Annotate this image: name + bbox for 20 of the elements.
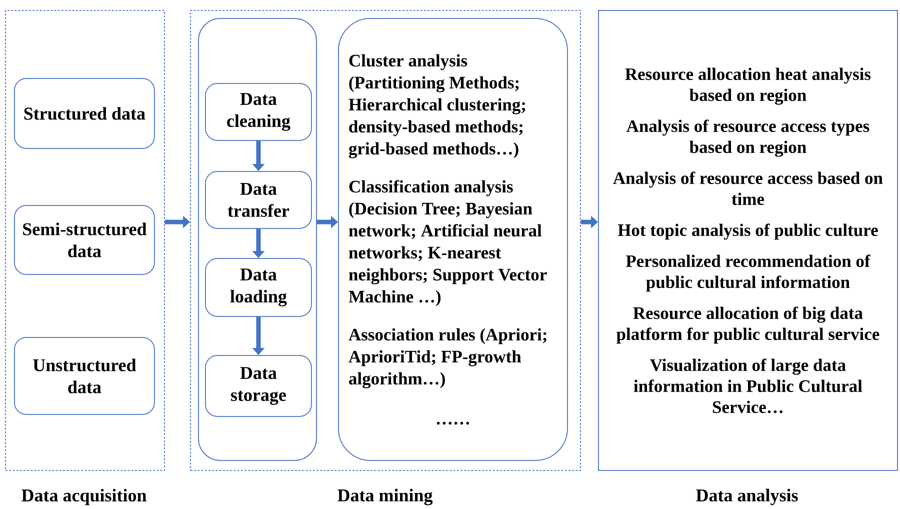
node-label: Visualization of large data information in Public Cultural Service… [634, 358, 862, 414]
section-heading: Data mining [338, 488, 433, 506]
node-label: Resource allocation heat analysis based on region [625, 68, 871, 105]
rounded-container [198, 18, 317, 461]
node-label: Hot topic analysis of public culture [618, 224, 878, 240]
section-heading: Data analysis [696, 488, 798, 506]
process-box: Unstructured data [14, 337, 155, 415]
process-box: Structured data [14, 78, 155, 149]
node-label: Analysis of resource access based on time [613, 172, 883, 206]
process-box: Data transfer [205, 171, 312, 229]
section-heading: Data acquisition [22, 488, 146, 506]
process-box: Semi-structured data [14, 205, 155, 275]
node-label: Analysis of resource access types based on region [626, 120, 870, 157]
node-label: Personalized recommendation of public cultural information [626, 254, 870, 292]
process-box: Data cleaning [205, 83, 312, 141]
node-label: Resource allocation of big data platform for public cultural service [616, 306, 880, 344]
process-box: Data loading [205, 258, 312, 317]
methods-box: Cluster analysis (Partitioning Methods; Hierarchical clustering; density-based methods; grid-based methods…) Classification analysis (Decision Tree; Bayesian network; Artificial neural networks; K-nearest neighbors; Support Vector Machine …) Association rules (Apriori; AprioriTid; FP-growth algorithm…) …… [338, 18, 568, 461]
process-box: Data storage [205, 355, 312, 417]
analysis-box: Resource allocation heat analysis based on region Analysis of resource access types based on region Analysis of resource access based on time Hot topic analysis of public culture Personalized recommendation of public cultural information Resource allocation of big data platform for public cultural service Visualization of large data information in Public Cultural Service… [598, 10, 898, 471]
